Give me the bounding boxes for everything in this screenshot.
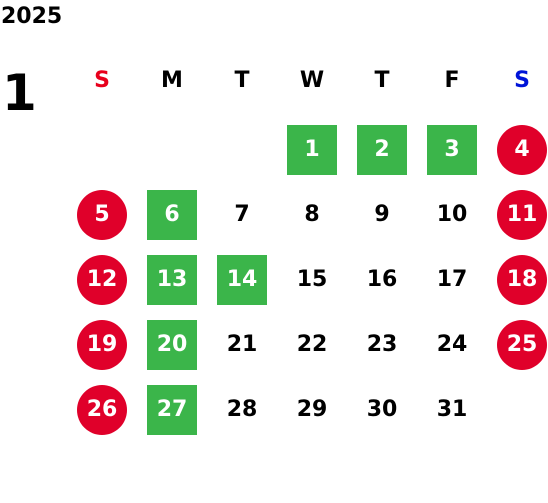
calendar-day-20: 20 [147,320,197,370]
calendar-day-7: 7 [234,202,250,227]
calendar-day-24: 24 [436,332,468,357]
calendar-day-16: 16 [366,267,398,292]
weekday-header-tue: T [234,68,250,93]
calendar-day-6: 6 [147,190,197,240]
weekday-header-fri: F [444,68,460,93]
weekday-header-sat: S [514,68,530,93]
calendar-day-5: 5 [77,190,127,240]
calendar-day-21: 21 [226,332,258,357]
calendar-day-12: 12 [77,255,127,305]
calendar-day-14: 14 [217,255,267,305]
calendar-day-19: 19 [77,320,127,370]
weekday-header-mon: M [161,68,183,93]
calendar-day-2: 2 [357,125,407,175]
calendar-day-18: 18 [497,255,547,305]
calendar-day-1: 1 [287,125,337,175]
calendar-day-10: 10 [436,202,468,227]
weekday-header-sun: S [94,68,110,93]
calendar-day-8: 8 [304,202,320,227]
calendar-day-29: 29 [296,397,328,422]
calendar-day-4: 4 [497,125,547,175]
calendar-day-28: 28 [226,397,258,422]
calendar-day-3: 3 [427,125,477,175]
calendar-day-30: 30 [366,397,398,422]
year-label: 2025 [1,4,63,29]
weekday-header-wed: W [299,68,325,93]
weekday-header-thu: T [374,68,390,93]
calendar-day-13: 13 [147,255,197,305]
calendar-day-31: 31 [436,397,468,422]
calendar-day-17: 17 [436,267,468,292]
calendar-day-27: 27 [147,385,197,435]
calendar-day-22: 22 [296,332,328,357]
calendar-day-11: 11 [497,190,547,240]
calendar-day-26: 26 [77,385,127,435]
calendar-day-23: 23 [366,332,398,357]
calendar-day-15: 15 [296,267,328,292]
calendar-day-25: 25 [497,320,547,370]
month-number: 1 [2,64,37,122]
calendar-day-9: 9 [374,202,390,227]
